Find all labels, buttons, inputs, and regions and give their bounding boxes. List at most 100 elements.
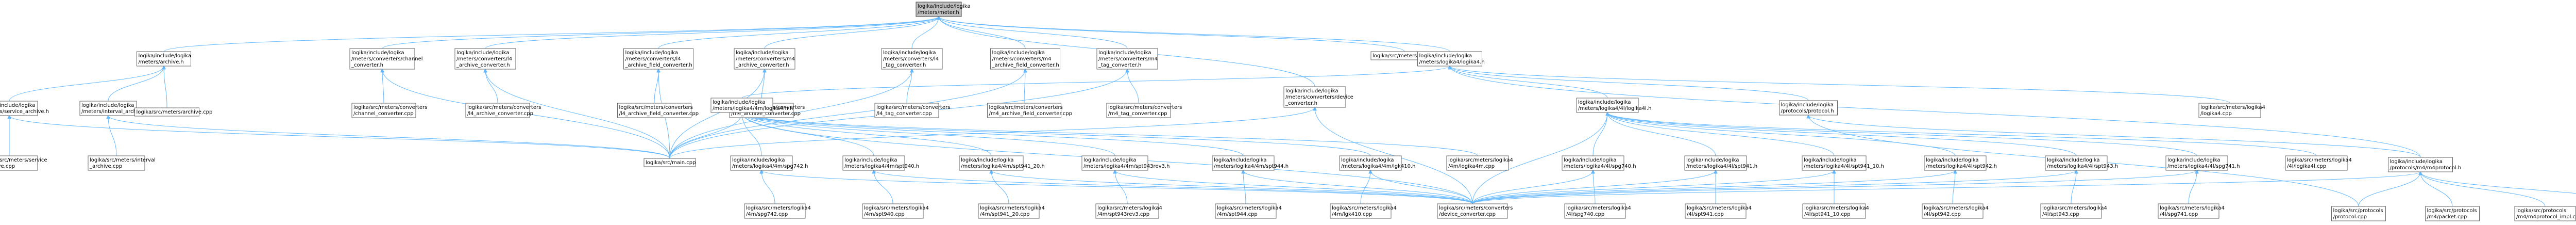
node-spt941-20-cpp[interactable]: logika/src/meters/logika4/4m/spt941_20.c… [978,203,1045,219]
node-archive-h[interactable]: logika/include/logika/meters/archive.h [137,51,192,67]
node-label: /4m/lgk410.cpp [1332,212,1372,217]
node-spt943-h[interactable]: logika/include/logika/meters/logika4/4l/… [2045,155,2118,171]
node-spt942-h[interactable]: logika/include/logika/meters/logika4/4l/… [1924,155,1997,171]
node-conv-m4-tag-h[interactable]: logika/include/logika/meters/converters/… [1096,48,1158,70]
node-spg741-cpp[interactable]: logika/src/meters/logika4/4l/spg741.cpp [2158,203,2225,219]
node-spt942-cpp[interactable]: logika/src/meters/logika4/4l/spt942.cpp [1922,203,1989,219]
node-conv-device-h[interactable]: logika/include/logika/meters/converters/… [1283,86,1353,108]
node-conv-l4-archive-field-h[interactable]: logika/include/logika/meters/converters/… [623,48,693,70]
node-spg740-cpp[interactable]: logika/src/meters/logika4/4l/spg740.cpp [1564,203,1631,219]
node-main-cpp[interactable]: logika/src/main.cpp [643,158,696,167]
node-label: /meters/logika4/4m/spt944.h [1214,164,1289,169]
node-logika4m-h[interactable]: logika/include/logika/meters/logika4/4m/… [710,98,793,113]
node-l4-archive-converter-cpp[interactable]: logika/src/meters/converters/l4_archive_… [465,103,541,118]
node-spt940-h[interactable]: logika/include/logika/meters/logika4/4m/… [842,155,919,171]
node-label: /m4/packet.cpp [2427,214,2467,220]
node-label: logika/include/logika [713,100,766,105]
edge-spt943-cpp-to-spt943-h [2071,170,2076,204]
node-spg742-h[interactable]: logika/include/logika/meters/logika4/4m/… [730,155,808,171]
node-box [710,98,773,113]
node-spt944-cpp[interactable]: logika/src/meters/logika4/4m/spt944.cpp [1215,203,1282,219]
node-spg742-cpp[interactable]: logika/src/meters/logika4/4m/spg742.cpp [744,203,811,219]
node-label: /m4/m4protocol_impl.cpp [2516,214,2576,220]
node-spt941-h[interactable]: logika/include/logika/meters/logika4/4l/… [1684,155,1757,171]
node-logika4l-cpp[interactable]: logika/src/meters/logika4/4l/logika4l.cp… [2285,155,2352,171]
node-label: logika/include/logika [625,50,679,56]
node-spt941-20-h[interactable]: logika/include/logika/meters/logika4/4m/… [959,155,1045,171]
node-protocol-cpp[interactable]: logika/src/protocols/protocol.cpp [2331,206,2386,221]
node-label: logika/include/logika [0,103,36,108]
edge-conv-m4-archive-h-to-root [764,17,939,49]
node-label: /meters/meter.h [918,10,959,15]
node-interval-archive-h[interactable]: logika/include/logika/meters/interval_ar… [79,101,149,116]
node-spt944-h[interactable]: logika/include/logika/meters/logika4/4m/… [1212,155,1289,171]
node-box [1081,155,1148,171]
node-label: _converter.h [1285,101,1317,106]
node-label: logika/include/logika [992,50,1045,56]
node-box [730,155,793,171]
node-box [1922,203,1984,219]
edge-conv-l4-tag-h-to-root [911,17,939,49]
node-spt941-10-h[interactable]: logika/include/logika/meters/logika4/4l/… [1802,155,1884,171]
edge-spt944-cpp-to-spt944-h [1243,170,1246,204]
node-logika4l-h[interactable]: logika/include/logika/meters/logika4/4l/… [1576,98,1651,113]
node-spg740-h[interactable]: logika/include/logika/meters/logika4/4l/… [1562,155,1636,171]
node-box [990,48,1060,70]
node-m4protocol-h[interactable]: logika/include/logika/protocols/m4/m4pro… [2388,157,2462,172]
node-spt943-cpp[interactable]: logika/src/meters/logika4/4l/spt943.cpp [2040,203,2107,219]
node-service-archive-h[interactable]: logika/include/logika/meters/service_arc… [0,101,49,116]
node-label: /4l/spt941.cpp [1687,212,1724,217]
node-lgk410-cpp[interactable]: logika/src/meters/logika4/4m/lgk410.cpp [1330,203,1397,219]
node-conv-l4-tag-h[interactable]: logika/include/logika/meters/converters/… [881,48,943,70]
node-label: logika/include/logika [1341,157,1394,163]
node-label: logika/src/meters/converters [467,105,541,110]
node-device-converter-cpp[interactable]: logika/src/meters/converters/device_conv… [1437,203,1513,219]
node-service-archive-cpp[interactable]: logika/src/meters/service_archive.cpp [0,155,47,171]
node-label: /4m/spt941_20.cpp [980,212,1030,217]
node-lgk410-h[interactable]: logika/include/logika/meters/logika4/4m/… [1339,155,1416,171]
node-label: /meters/logika4/4l/spt941.h [1686,164,1757,169]
node-conv-m4-archive-field-h[interactable]: logika/include/logika/meters/converters/… [990,48,1060,70]
node-m4packet-cpp[interactable]: logika/src/protocols/m4/packet.cpp [2425,206,2480,221]
node-protocol-h[interactable]: logika/include/logika/protocols/protocol… [1779,100,1838,116]
node-conv-channel-h[interactable]: logika/include/logika/meters/converters/… [349,48,423,70]
edge-conv-m4-tag-h-to-root [939,17,1128,49]
node-label: logika/src/meters/logika4 [1097,205,1162,211]
node-l4-archive-field-converter-cpp[interactable]: logika/src/meters/converters/l4_archive_… [617,103,699,118]
node-spt940-cpp[interactable]: logika/src/meters/logika4/4m/spt940.cpp [862,203,929,219]
node-m4protocol-impl-cpp[interactable]: logika/src/protocols/m4/m4protocol_impl.… [2514,206,2576,221]
node-label: logika/src/meters/logika4 [1448,157,1513,163]
node-conv-l4-archive-h[interactable]: logika/include/logika/meters/converters/… [454,48,516,70]
node-box [2165,155,2228,171]
node-conv-m4-archive-h[interactable]: logika/include/logika/meters/converters/… [734,48,795,70]
node-label: logika/src/meters/converters [876,105,950,110]
node-m4-archive-field-converter-cpp[interactable]: logika/src/meters/converters/m4_archive_… [987,103,1073,118]
node-label: /4l/logika4l.cpp [2287,164,2326,169]
node-box [987,103,1061,118]
node-spt943rev3-h[interactable]: logika/include/logika/meters/logika4/4m/… [1081,155,1170,171]
node-box [978,203,1040,219]
node-spg741-h[interactable]: logika/include/logika/meters/logika4/4l/… [2165,155,2240,171]
node-channel-converter-cpp[interactable]: logika/src/meters/converters/channel_con… [351,103,427,118]
node-logika4-h[interactable]: logika/include/logika/meters/logika4/log… [1417,51,1485,67]
edge-spg740-h-to-logika4l-h [1592,112,1607,156]
node-interval-archive-cpp[interactable]: logika/src/meters/interval_archive.cpp [88,155,156,171]
node-m4-tag-converter-cpp[interactable]: logika/src/meters/converters/m4_tag_conv… [1106,103,1182,118]
node-logika4-cpp[interactable]: logika/src/meters/logika4/logika4.cpp [2198,103,2265,118]
node-label: logika/src/meters/converters [353,105,427,110]
edge-logika4l-cpp-to-logika4l-h [1607,112,2317,156]
node-label: logika/include/logika [1083,157,1137,163]
edge-device-converter-cpp-to-spt940-h [874,170,1473,204]
edge-interval-archive-cpp-to-interval-archive-h [108,116,117,156]
node-logika4m-cpp[interactable]: logika/src/meters/logika4/4m/logika4m.cp… [1446,155,1513,171]
node-spt941-cpp[interactable]: logika/src/meters/logika4/4l/spt941.cpp [1685,203,1752,219]
node-archive-cpp[interactable]: logika/src/meters/archive.cpp [134,107,213,117]
edge-spt941-20-h-to-logika4m-h [742,112,992,156]
node-l4-tag-converter-cpp[interactable]: logika/src/meters/converters/l4_tag_conv… [874,103,950,118]
node-box [2285,155,2348,171]
node-spt943rev3-cpp[interactable]: logika/src/meters/logika4/4m/spt943rev3.… [1095,203,1162,219]
node-label: logika/src/meters/archive.cpp [137,109,213,115]
edge-main-cpp-to-interval-archive-h [108,116,670,159]
node-spt941-10-cpp[interactable]: logika/src/meters/logika4/4l/spt941_10.c… [1802,203,1869,219]
